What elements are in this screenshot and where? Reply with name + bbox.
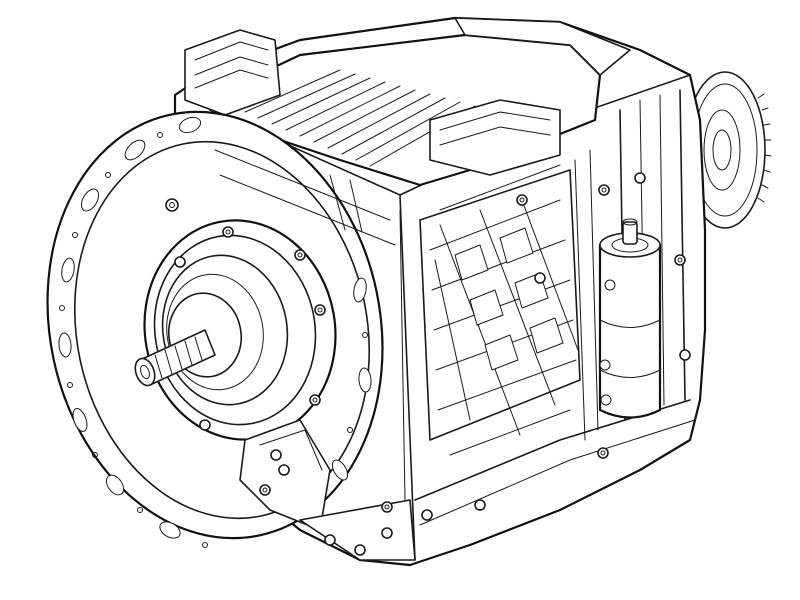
input-shaft: [134, 329, 216, 387]
rear-output-flange: [684, 71, 772, 229]
ribbed-side-panel: [419, 169, 581, 441]
mounting-bolts: [165, 172, 691, 556]
oil-filter-canister: [598, 218, 662, 419]
casting-details: [214, 149, 599, 501]
control-unit-top: [184, 17, 631, 187]
